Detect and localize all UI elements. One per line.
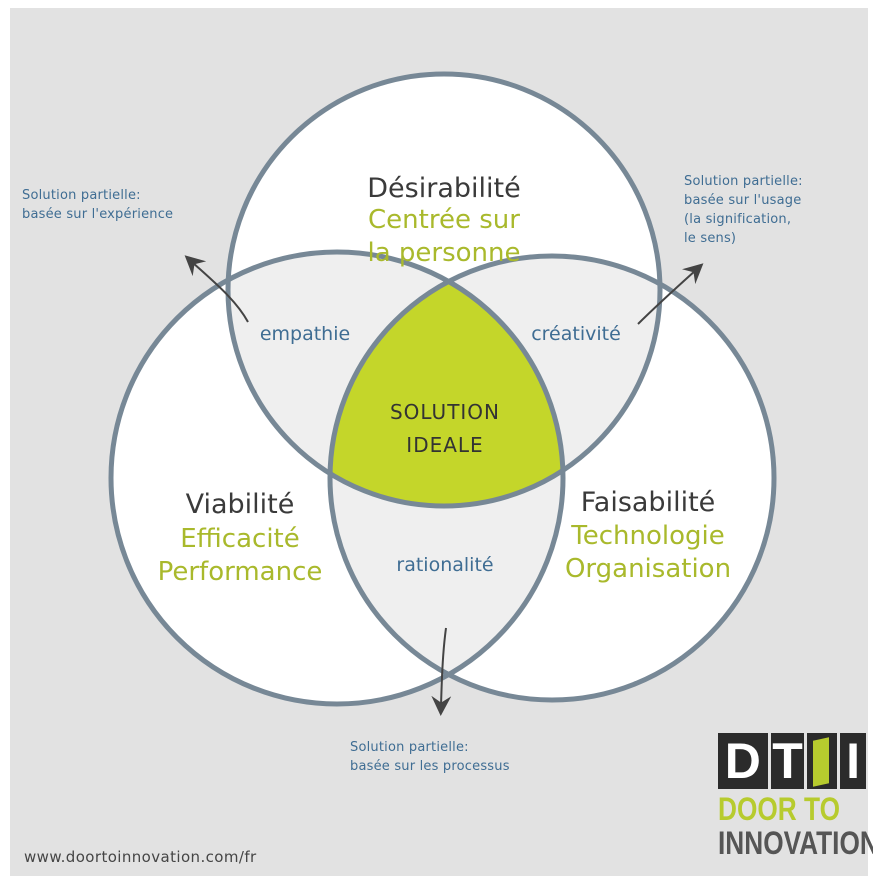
note-right-line-2: basée sur l'usage bbox=[684, 193, 802, 208]
circle-top-title: Désirabilité bbox=[367, 173, 520, 204]
center-label-line-2: IDEALE bbox=[406, 433, 483, 457]
overlap-label-creativite: créativité bbox=[531, 323, 621, 345]
note-right-line-3: (la signification, bbox=[684, 212, 792, 227]
circle-left-title: Viabilité bbox=[186, 489, 295, 520]
circle-top-subtitle-2: la personne bbox=[367, 238, 520, 268]
circle-right-subtitle-2: Organisation bbox=[565, 554, 731, 584]
dti-logo: D T I DOOR TO INNOVATION bbox=[718, 733, 873, 861]
arrow-top-left bbox=[184, 255, 249, 323]
circle-top-outline bbox=[225, 71, 663, 509]
door-icon bbox=[807, 733, 838, 789]
circle-left-outline bbox=[108, 249, 566, 707]
note-bottom-line-1: Solution partielle: bbox=[350, 740, 469, 755]
note-right: Solution partielle: basée sur l'usage (l… bbox=[684, 172, 803, 248]
logo-line-door-to: DOOR TO bbox=[718, 791, 840, 827]
logo-letter-i: I bbox=[840, 733, 866, 789]
note-bottom: Solution partielle: basée sur les proces… bbox=[350, 738, 510, 776]
note-left: Solution partielle: basée sur l'expérien… bbox=[22, 186, 173, 224]
circle-left-subtitle-2: Performance bbox=[158, 557, 323, 587]
arrow-bottom bbox=[431, 627, 452, 716]
note-right-line-1: Solution partielle: bbox=[684, 174, 803, 189]
overlap-label-empathie: empathie bbox=[260, 323, 350, 345]
note-right-line-4: le sens) bbox=[684, 231, 737, 246]
arrow-top-right bbox=[637, 263, 704, 325]
website-url[interactable]: www.doortoinnovation.com/fr bbox=[24, 848, 257, 866]
center-label-line-1: SOLUTION bbox=[390, 400, 500, 424]
note-bottom-line-2: basée sur les processus bbox=[350, 759, 510, 774]
overlap-label-rationalite: rationalité bbox=[396, 554, 493, 576]
circle-top-subtitle-1: Centrée sur bbox=[368, 205, 520, 235]
logo-letter-d: D bbox=[718, 733, 768, 789]
circle-left-subtitle-1: Efficacité bbox=[180, 524, 300, 554]
circle-right-title: Faisabilité bbox=[581, 487, 716, 518]
note-left-line-2: basée sur l'expérience bbox=[22, 207, 174, 222]
logo-letter-t: T bbox=[770, 733, 805, 789]
logo-line-innovation: INNOVATION bbox=[718, 825, 873, 861]
circle-right-subtitle-1: Technologie bbox=[570, 521, 724, 551]
circle-right-outline bbox=[327, 253, 777, 703]
note-left-line-1: Solution partielle: bbox=[22, 188, 141, 203]
